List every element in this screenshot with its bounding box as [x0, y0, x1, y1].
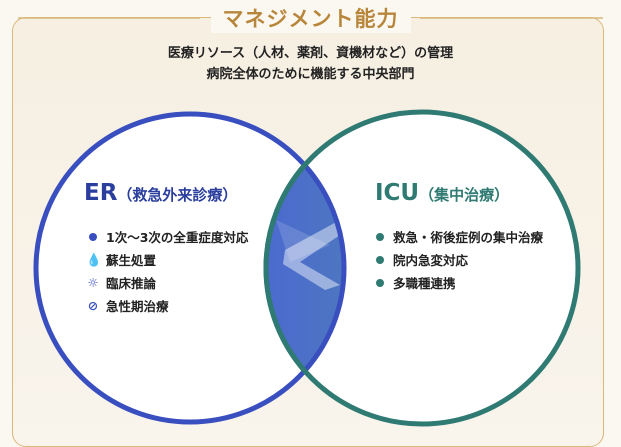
icu-subtitle: （集中治療） — [419, 186, 510, 204]
er-heading: ER（救急外来診療） — [84, 180, 237, 206]
list-item: ⊘急性期治療 — [87, 298, 169, 314]
list-item: 1次〜3次の全重症度対応 — [86, 225, 248, 248]
dot-icon — [86, 229, 100, 244]
list-item: 多職種連携 — [373, 271, 543, 294]
dot-icon — [373, 252, 387, 267]
drop-icon: 💧 — [86, 251, 102, 267]
er-title: ER — [84, 180, 118, 206]
icu-title: ICU — [375, 180, 420, 206]
er-subtitle: （救急外来診療） — [117, 186, 238, 204]
icu-circle — [266, 112, 578, 424]
diagram-title: マネジメント能力 — [210, 3, 411, 33]
icu-heading: ICU（集中治療） — [375, 180, 509, 206]
list-item: ☼臨床推論 — [87, 275, 157, 291]
title-rules — [18, 17, 603, 19]
pill-icon: ⊘ — [87, 298, 99, 313]
list-item: 💧蘇生処置 — [86, 251, 157, 269]
icu-list: 救急・術後症例の集中治療 院内急変対応 多職種連携 — [373, 225, 543, 294]
overlap-lens — [266, 114, 344, 422]
er-circle — [36, 114, 344, 422]
er-list: 1次〜3次の全重症度対応 💧蘇生処置 ☼臨床推論 ⊘急性期治療 — [86, 225, 248, 317]
list-item: 院内急変対応 — [373, 248, 543, 271]
title-bar: マネジメント能力 — [0, 0, 621, 36]
subtitle-line-2: 病院全体のために機能する中央部門 — [206, 67, 415, 82]
lightbulb-icon: ☼ — [87, 275, 99, 290]
dot-icon — [373, 229, 387, 244]
venn-diagram — [33, 109, 581, 427]
list-item: 救急・術後症例の集中治療 — [373, 225, 543, 248]
chevron-icon — [283, 220, 340, 290]
subtitle-line-1: 医療リソース（人材、薬剤、資機材など）の管理 — [167, 46, 454, 61]
dot-icon — [373, 275, 387, 290]
